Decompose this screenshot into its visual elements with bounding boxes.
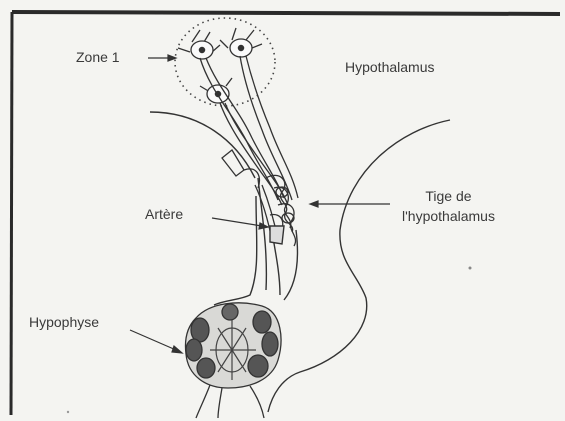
label-artere: Artère [145,205,183,223]
speck [67,411,69,413]
label-hypophyse: Hypophyse [29,313,99,331]
label-tige-hypothalamus: Tige de l'hypothalamus [402,186,495,226]
efferent-vessels [196,385,264,418]
label-tige-line1: Tige de [402,186,495,206]
anterior-pituitary [185,303,280,388]
neuron-cell-bodies [178,28,262,103]
hypothalamus-outline [150,112,255,178]
label-zone1: Zone 1 [76,48,120,66]
label-tige-line2: l'hypothalamus [402,206,495,226]
label-hypothalamus: Hypothalamus [345,58,435,76]
speck [469,267,472,270]
